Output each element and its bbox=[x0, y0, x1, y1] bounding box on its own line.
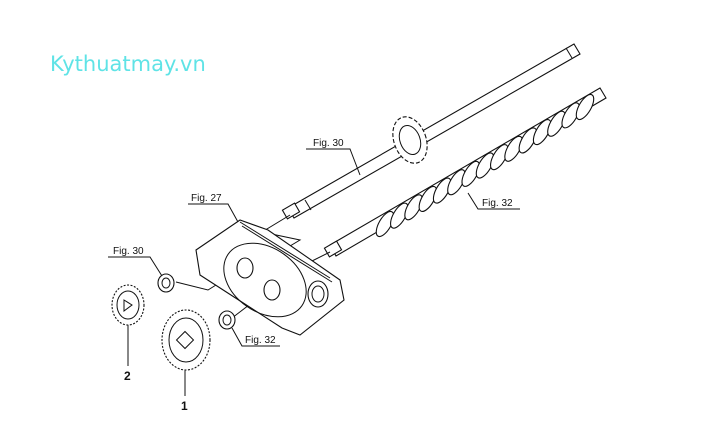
upper-shaft bbox=[281, 43, 581, 220]
seal-washer-lower bbox=[218, 310, 236, 330]
svg-text:2: 2 bbox=[124, 369, 131, 383]
callout-fig30-upper[interactable]: Fig. 30 bbox=[306, 138, 361, 176]
worm-shaft bbox=[323, 87, 607, 258]
callout-fig32-right[interactable]: Fig. 32 bbox=[467, 192, 520, 210]
sprocket bbox=[392, 116, 428, 164]
callout-fig32-lower[interactable]: Fig. 32 bbox=[231, 327, 280, 347]
worm-flight bbox=[518, 127, 538, 154]
worm-flight bbox=[447, 169, 466, 196]
worm-flight bbox=[561, 102, 580, 129]
worm-flight bbox=[504, 135, 523, 162]
callout-fig30-left[interactable]: Fig. 30 bbox=[108, 246, 163, 277]
worm-flight bbox=[490, 144, 509, 171]
gearbox-housing bbox=[195, 219, 345, 336]
worm-flight bbox=[475, 152, 495, 179]
worm-flight bbox=[461, 160, 480, 187]
worm-flight bbox=[404, 194, 423, 221]
svg-text:Fig. 30: Fig. 30 bbox=[113, 246, 144, 257]
watermark: Kythuatmay.vn bbox=[50, 52, 206, 76]
seal-washer-upper bbox=[157, 273, 175, 293]
worm-flight bbox=[532, 119, 552, 146]
svg-text:Fig. 32: Fig. 32 bbox=[245, 335, 276, 346]
svg-text:Fig. 30: Fig. 30 bbox=[313, 138, 344, 149]
worm-flight bbox=[418, 185, 438, 212]
worm-flight bbox=[432, 177, 452, 204]
svg-text:1: 1 bbox=[181, 399, 188, 413]
svg-text:Fig. 27: Fig. 27 bbox=[191, 193, 222, 204]
worm-flight bbox=[375, 210, 395, 238]
part-label-1[interactable]: 1 bbox=[181, 370, 188, 413]
gear-part-1 bbox=[161, 309, 211, 371]
svg-text:Fig. 32: Fig. 32 bbox=[482, 198, 513, 209]
part-label-2[interactable]: 2 bbox=[124, 325, 131, 383]
gear-part-2 bbox=[111, 284, 145, 326]
worm-flight bbox=[575, 93, 595, 121]
worm-flight bbox=[390, 202, 409, 229]
callout-fig27[interactable]: Fig. 27 bbox=[188, 193, 239, 223]
worm-flight bbox=[547, 110, 566, 137]
